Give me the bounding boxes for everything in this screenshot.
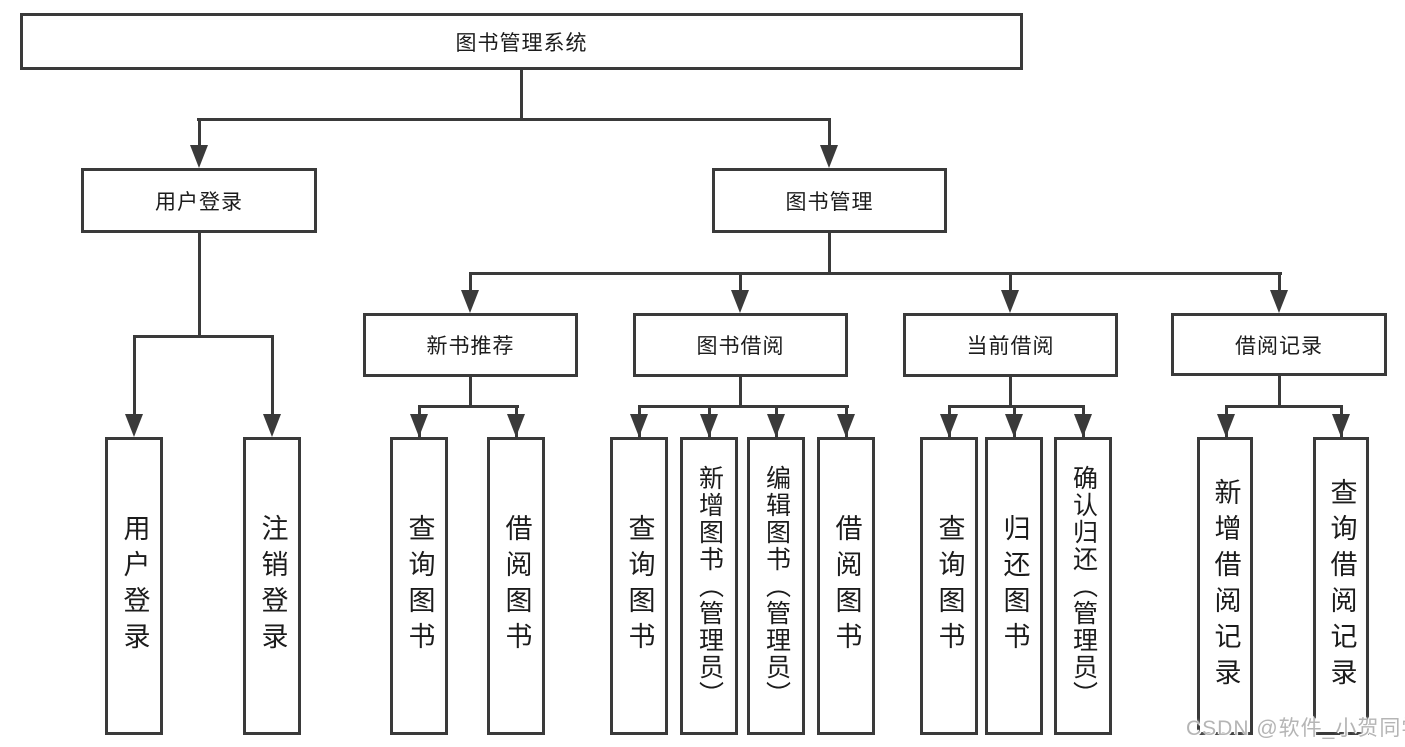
csdn-watermark: CSDN @软件_小贺同学 <box>1186 717 1405 740</box>
connector-line <box>520 70 523 120</box>
connector-line <box>1278 272 1281 292</box>
leaf-label: 用户登录 <box>119 514 150 658</box>
leaf-br-add-record: 新增借阅记录 <box>1197 437 1253 735</box>
leaf-label: 借阅图书 <box>501 514 532 658</box>
connector-line <box>418 405 519 408</box>
connector-line <box>198 118 201 148</box>
node-current-borrow: 当前借阅 <box>903 313 1118 377</box>
leaf-bb-add-books-admin: 新增图书（管理员） <box>680 437 738 735</box>
arrow-down-icon <box>190 145 208 168</box>
leaf-cb-confirm-return-admin: 确认归还（管理员） <box>1054 437 1112 735</box>
leaf-label: 查询图书 <box>624 514 655 658</box>
arrow-down-icon <box>731 290 749 313</box>
leaf-br-query-record: 查询借阅记录 <box>1313 437 1369 735</box>
node-borrow-records: 借阅记录 <box>1171 313 1387 376</box>
connector-line <box>1225 405 1343 408</box>
connector-line <box>197 118 831 121</box>
leaf-label: 归还图书 <box>999 514 1030 658</box>
node-new-book-recommend: 新书推荐 <box>363 313 578 377</box>
node-root: 图书管理系统 <box>20 13 1023 70</box>
leaf-bb-edit-books-admin: 编辑图书（管理员） <box>747 437 805 735</box>
arrow-down-icon <box>700 414 718 437</box>
connector-line <box>469 377 472 407</box>
leaf-nb-query-books: 查询图书 <box>390 437 448 735</box>
arrow-down-icon <box>1005 414 1023 437</box>
connector-line <box>133 335 136 415</box>
node-user-login: 用户登录 <box>81 168 317 233</box>
connector-line <box>271 335 274 415</box>
leaf-label: 查询图书 <box>404 514 435 658</box>
arrow-down-icon <box>125 414 143 437</box>
arrow-down-icon <box>940 414 958 437</box>
leaf-label: 查询借阅记录 <box>1326 478 1357 694</box>
arrow-down-icon <box>1332 414 1350 437</box>
leaf-cb-return-books: 归还图书 <box>985 437 1043 735</box>
arrow-down-icon <box>1074 414 1092 437</box>
node-book-management: 图书管理 <box>712 168 947 233</box>
leaf-cb-query-books: 查询图书 <box>920 437 978 735</box>
leaf-nb-borrow-books: 借阅图书 <box>487 437 545 735</box>
leaf-label: 确认归还（管理员） <box>1069 464 1098 708</box>
connector-line <box>739 377 742 407</box>
connector-line <box>1009 377 1012 407</box>
leaf-bb-borrow-books: 借阅图书 <box>817 437 875 735</box>
arrow-down-icon <box>1270 290 1288 313</box>
connector-line <box>638 405 849 408</box>
connector-line <box>828 118 831 148</box>
connector-line <box>948 405 1085 408</box>
arrow-down-icon <box>410 414 428 437</box>
connector-line <box>469 272 1282 275</box>
leaf-label: 新增图书（管理员） <box>695 464 724 708</box>
leaf-label: 注销登录 <box>257 514 288 658</box>
arrow-down-icon <box>461 290 479 313</box>
connector-line <box>469 272 472 292</box>
arrow-down-icon <box>837 414 855 437</box>
leaf-label: 借阅图书 <box>831 514 862 658</box>
leaf-logout: 注销登录 <box>243 437 301 735</box>
node-book-borrow: 图书借阅 <box>633 313 848 377</box>
arrow-down-icon <box>1217 414 1235 437</box>
connector-line <box>1278 376 1281 407</box>
arrow-down-icon <box>1001 290 1019 313</box>
arrow-down-icon <box>630 414 648 437</box>
leaf-label: 查询图书 <box>934 514 965 658</box>
arrow-down-icon <box>507 414 525 437</box>
leaf-label: 编辑图书（管理员） <box>762 464 791 708</box>
connector-line <box>1009 272 1012 292</box>
arrow-down-icon <box>767 414 785 437</box>
leaf-user-login: 用户登录 <box>105 437 163 735</box>
leaf-label: 新增借阅记录 <box>1210 478 1241 694</box>
leaf-bb-query-books: 查询图书 <box>610 437 668 735</box>
arrow-down-icon <box>263 414 281 437</box>
arrow-down-icon <box>820 145 838 168</box>
connector-line <box>739 272 742 292</box>
connector-line <box>198 233 201 336</box>
connector-line <box>133 335 274 338</box>
connector-line <box>828 233 831 275</box>
